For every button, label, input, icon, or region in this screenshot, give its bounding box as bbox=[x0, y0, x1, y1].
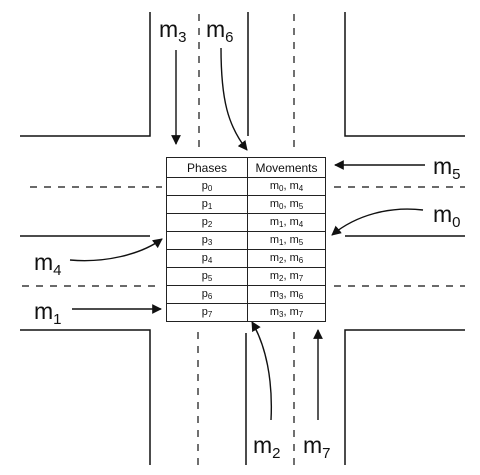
table-row: p4 m2, m6 bbox=[166, 249, 326, 268]
label-m6: m6 bbox=[206, 16, 234, 46]
phase-cell: p5 bbox=[166, 267, 248, 286]
phase-cell: p4 bbox=[166, 249, 248, 268]
table-row: p2 m1, m4 bbox=[166, 213, 326, 232]
header-phases: Phases bbox=[166, 157, 248, 178]
phases-movements-table: Phases Movements p0 m0, m4 p1 m0, m5 p2 … bbox=[166, 157, 326, 322]
label-m7: m7 bbox=[303, 432, 331, 462]
movements-cell: m0, m5 bbox=[247, 195, 326, 214]
table-row: p0 m0, m4 bbox=[166, 177, 326, 196]
lane-markings bbox=[22, 14, 465, 465]
arrow-m6 bbox=[220, 47, 248, 151]
road-edge-bottom-right bbox=[344, 329, 465, 465]
road-edges bbox=[20, 12, 465, 465]
header-movements: Movements bbox=[247, 157, 326, 178]
movements-cell: m1, m4 bbox=[247, 213, 326, 232]
road-edge-top-right bbox=[344, 12, 465, 137]
phase-cell: p2 bbox=[166, 213, 248, 232]
phase-cell: p3 bbox=[166, 231, 248, 250]
phase-cell: p0 bbox=[166, 177, 248, 196]
phase-cell: p6 bbox=[166, 285, 248, 304]
movements-cell: m2, m6 bbox=[247, 249, 326, 268]
movements-cell: m3, m6 bbox=[247, 285, 326, 304]
label-m5: m5 bbox=[433, 153, 461, 183]
arrow-m0 bbox=[331, 208, 424, 236]
label-m0: m0 bbox=[433, 201, 461, 231]
phase-cell: p7 bbox=[166, 303, 248, 322]
label-m1: m1 bbox=[34, 298, 62, 328]
label-m2: m2 bbox=[253, 432, 281, 462]
movements-cell: m1, m5 bbox=[247, 231, 326, 250]
label-m4: m4 bbox=[34, 249, 62, 279]
table-row: p5 m2, m7 bbox=[166, 267, 326, 286]
arrow-m4 bbox=[69, 238, 163, 262]
table-row: p3 m1, m5 bbox=[166, 231, 326, 250]
arrow-m2 bbox=[251, 321, 273, 421]
road-edge-top-left bbox=[20, 12, 151, 137]
movements-cell: m2, m7 bbox=[247, 267, 326, 286]
road-edge-bottom-left bbox=[20, 329, 151, 465]
phase-cell: p1 bbox=[166, 195, 248, 214]
movements-cell: m0, m4 bbox=[247, 177, 326, 196]
table-row: p6 m3, m6 bbox=[166, 285, 326, 304]
label-m3: m3 bbox=[159, 16, 187, 46]
table-row: p7 m3, m7 bbox=[166, 303, 326, 322]
movement-arrows bbox=[69, 47, 425, 421]
movements-cell: m3, m7 bbox=[247, 303, 326, 322]
table-header-row: Phases Movements bbox=[166, 157, 326, 178]
table-row: p1 m0, m5 bbox=[166, 195, 326, 214]
